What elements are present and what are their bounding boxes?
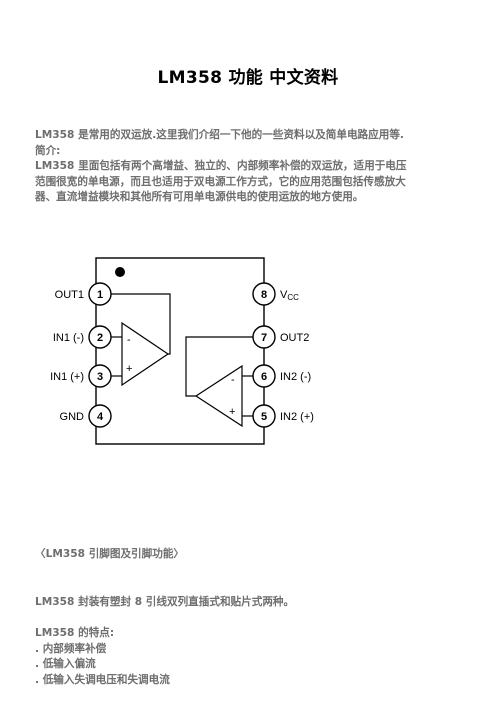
- left-pins: [88, 282, 112, 428]
- opamp2-minus: -: [231, 374, 235, 386]
- pin-label-in1-plus: IN1 (+): [50, 371, 84, 383]
- feature-item: . 内部频率补偿: [35, 642, 107, 655]
- features-section: LM358 的特点: . 内部频率补偿 . 低输入偏流 . 低输入失调电压和失调…: [35, 626, 170, 688]
- intro-line: LM358 是常用的双运放.这里我们介绍一下他的一些资料以及简单电路应用等.: [35, 129, 404, 141]
- pin-label-out2: OUT2: [280, 332, 309, 344]
- package-outline: [95, 257, 265, 445]
- pin-number-6: 6: [261, 371, 267, 383]
- page-title: LM358 功能 中文资料: [157, 68, 339, 88]
- intro-line: 范围很宽的单电源，而且也适用于双电源工作方式，它的应用范围包括传感放大: [35, 175, 406, 188]
- opamp-2: [185, 336, 253, 428]
- pin1-indicator-dot: [115, 267, 125, 277]
- pin-label-vcc: VCC: [280, 289, 299, 302]
- features-heading: LM358 的特点:: [35, 627, 115, 639]
- figure-caption: 〈LM358 引脚图及引脚功能〉: [35, 548, 185, 560]
- pin-label-in2-plus: IN2 (+): [280, 411, 314, 423]
- pin-8: [252, 282, 276, 306]
- pin-4: [88, 404, 112, 428]
- opamp1-minus: -: [127, 334, 131, 346]
- opamp-1: [111, 293, 171, 387]
- vcc-v: V: [280, 289, 288, 301]
- pin-number-7: 7: [261, 332, 267, 344]
- intro-paragraph: LM358 是常用的双运放.这里我们介绍一下他的一些资料以及简单电路应用等. 简…: [35, 128, 465, 206]
- feature-item: . 低输入失调电压和失调电流: [35, 673, 170, 686]
- pin-label-out1: OUT1: [55, 289, 84, 301]
- pinout-diagram: 1 2 3 4 8 7 6 5 OUT1 IN1 (-) IN1 (+) GND…: [30, 255, 350, 455]
- package-paragraph: LM358 封装有塑封 8 引线双列直插式和贴片式两种。: [35, 596, 295, 608]
- intro-heading: 简介:: [35, 144, 61, 157]
- opamp1-plus: +: [126, 363, 132, 375]
- pin-label-in2-minus: IN2 (-): [280, 371, 311, 383]
- vcc-subscript: CC: [287, 293, 299, 302]
- pin-number-1: 1: [97, 289, 103, 301]
- pin-number-3: 3: [97, 371, 103, 383]
- feature-item: . 低输入偏流: [35, 658, 96, 671]
- pin-number-5: 5: [261, 411, 267, 423]
- pin-number-4: 4: [97, 411, 104, 423]
- pin-number-8: 8: [261, 289, 267, 301]
- pin-label-gnd: GND: [60, 411, 85, 423]
- intro-line: LM358 里面包括有两个高增益、独立的、内部频率补偿的双运放，适用于电压: [35, 160, 407, 172]
- intro-line: 器、直流增益模块和其他所有可用单电源供电的使用运放的地方使用。: [35, 191, 364, 203]
- opamp2-plus: +: [229, 406, 235, 418]
- pin-label-in1-minus: IN1 (-): [53, 332, 84, 344]
- pin-number-2: 2: [97, 332, 103, 344]
